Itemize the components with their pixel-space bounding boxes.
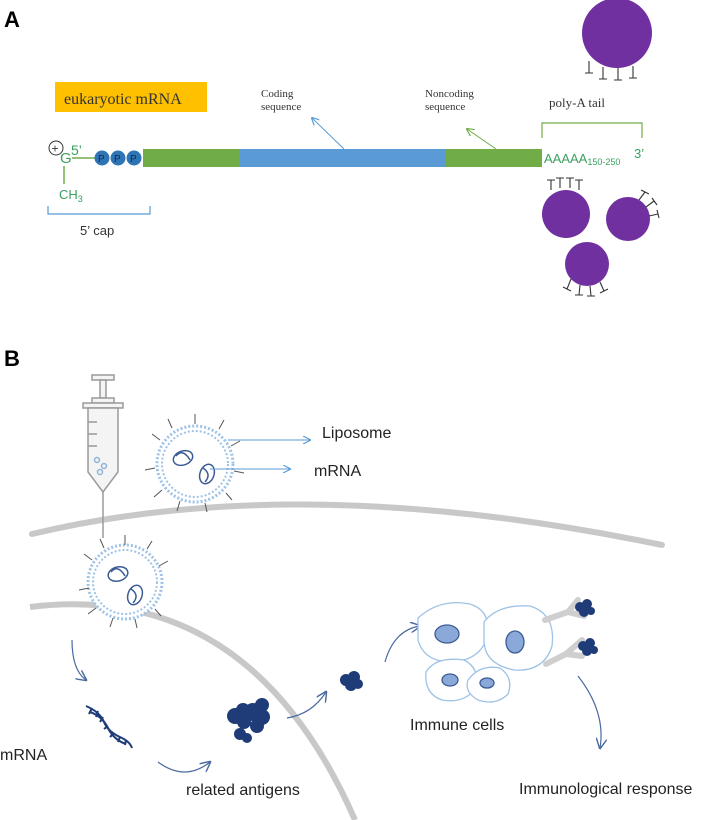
flow-arrow-to-antigen [286, 692, 326, 719]
five-prime-label: 5’ [71, 142, 82, 158]
coding-segment [239, 149, 446, 167]
bound-antigen-icons [575, 599, 598, 656]
mrna-top-label: mRNA [314, 463, 361, 480]
syringe-icon [82, 374, 124, 538]
three-prime-label: 3’ [634, 146, 644, 161]
cap-label: 5’ cap [80, 223, 114, 238]
cell-membrane [29, 601, 358, 820]
flow-arrow-to-response [577, 675, 601, 748]
mrna-strand-icon [85, 705, 133, 749]
binding-protein-3 [562, 242, 609, 297]
skin-surface [29, 501, 665, 548]
noncoding-pointer [467, 129, 497, 150]
utr-3-segment [446, 149, 542, 167]
binding-protein-2 [606, 189, 660, 241]
polya-label: poly-A tail [549, 95, 605, 110]
antigens-label: related antigens [186, 782, 300, 799]
noncoding-label: Noncoding sequence [425, 88, 477, 113]
mrna-left-label: mRNA [0, 747, 47, 764]
polya-sequence: AAAAA150-250 [544, 151, 620, 167]
utr-5-segment [143, 149, 239, 167]
binding-protein-1 [542, 177, 590, 238]
response-label: Immunological response [519, 781, 693, 798]
phosphate-1: P [98, 154, 105, 165]
flow-arrow-down [71, 639, 86, 680]
binding-protein-top [582, 0, 652, 81]
liposome-top [144, 414, 245, 513]
immune-cells [417, 601, 554, 703]
liposome-entering [78, 535, 169, 629]
immune-cells-label: Immune cells [410, 717, 504, 734]
flow-arrow-to-cells [384, 626, 420, 663]
panel-b-letter: B [4, 346, 20, 371]
coding-pointer [312, 118, 345, 150]
g-label: G [60, 150, 72, 167]
coding-label: Coding sequence [261, 88, 301, 113]
phosphate-3: P [130, 154, 137, 165]
title-box [55, 82, 207, 112]
polya-bracket [541, 122, 643, 138]
plus-sign: + [52, 142, 59, 156]
antigen-cluster-icon [227, 698, 270, 743]
phosphate-group: P P P [94, 150, 142, 166]
charge-circle [48, 140, 64, 156]
flow-arrow-to-antigens [157, 762, 210, 773]
panel-a-letter: A [4, 7, 20, 32]
liposome-label: Liposome [322, 425, 391, 442]
antigen-single-icon [340, 671, 363, 691]
phosphate-2: P [114, 154, 121, 165]
ch3-label: CH3 [59, 187, 83, 204]
cap-bracket [47, 206, 151, 215]
title-text: eukaryotic mRNA [64, 91, 182, 108]
